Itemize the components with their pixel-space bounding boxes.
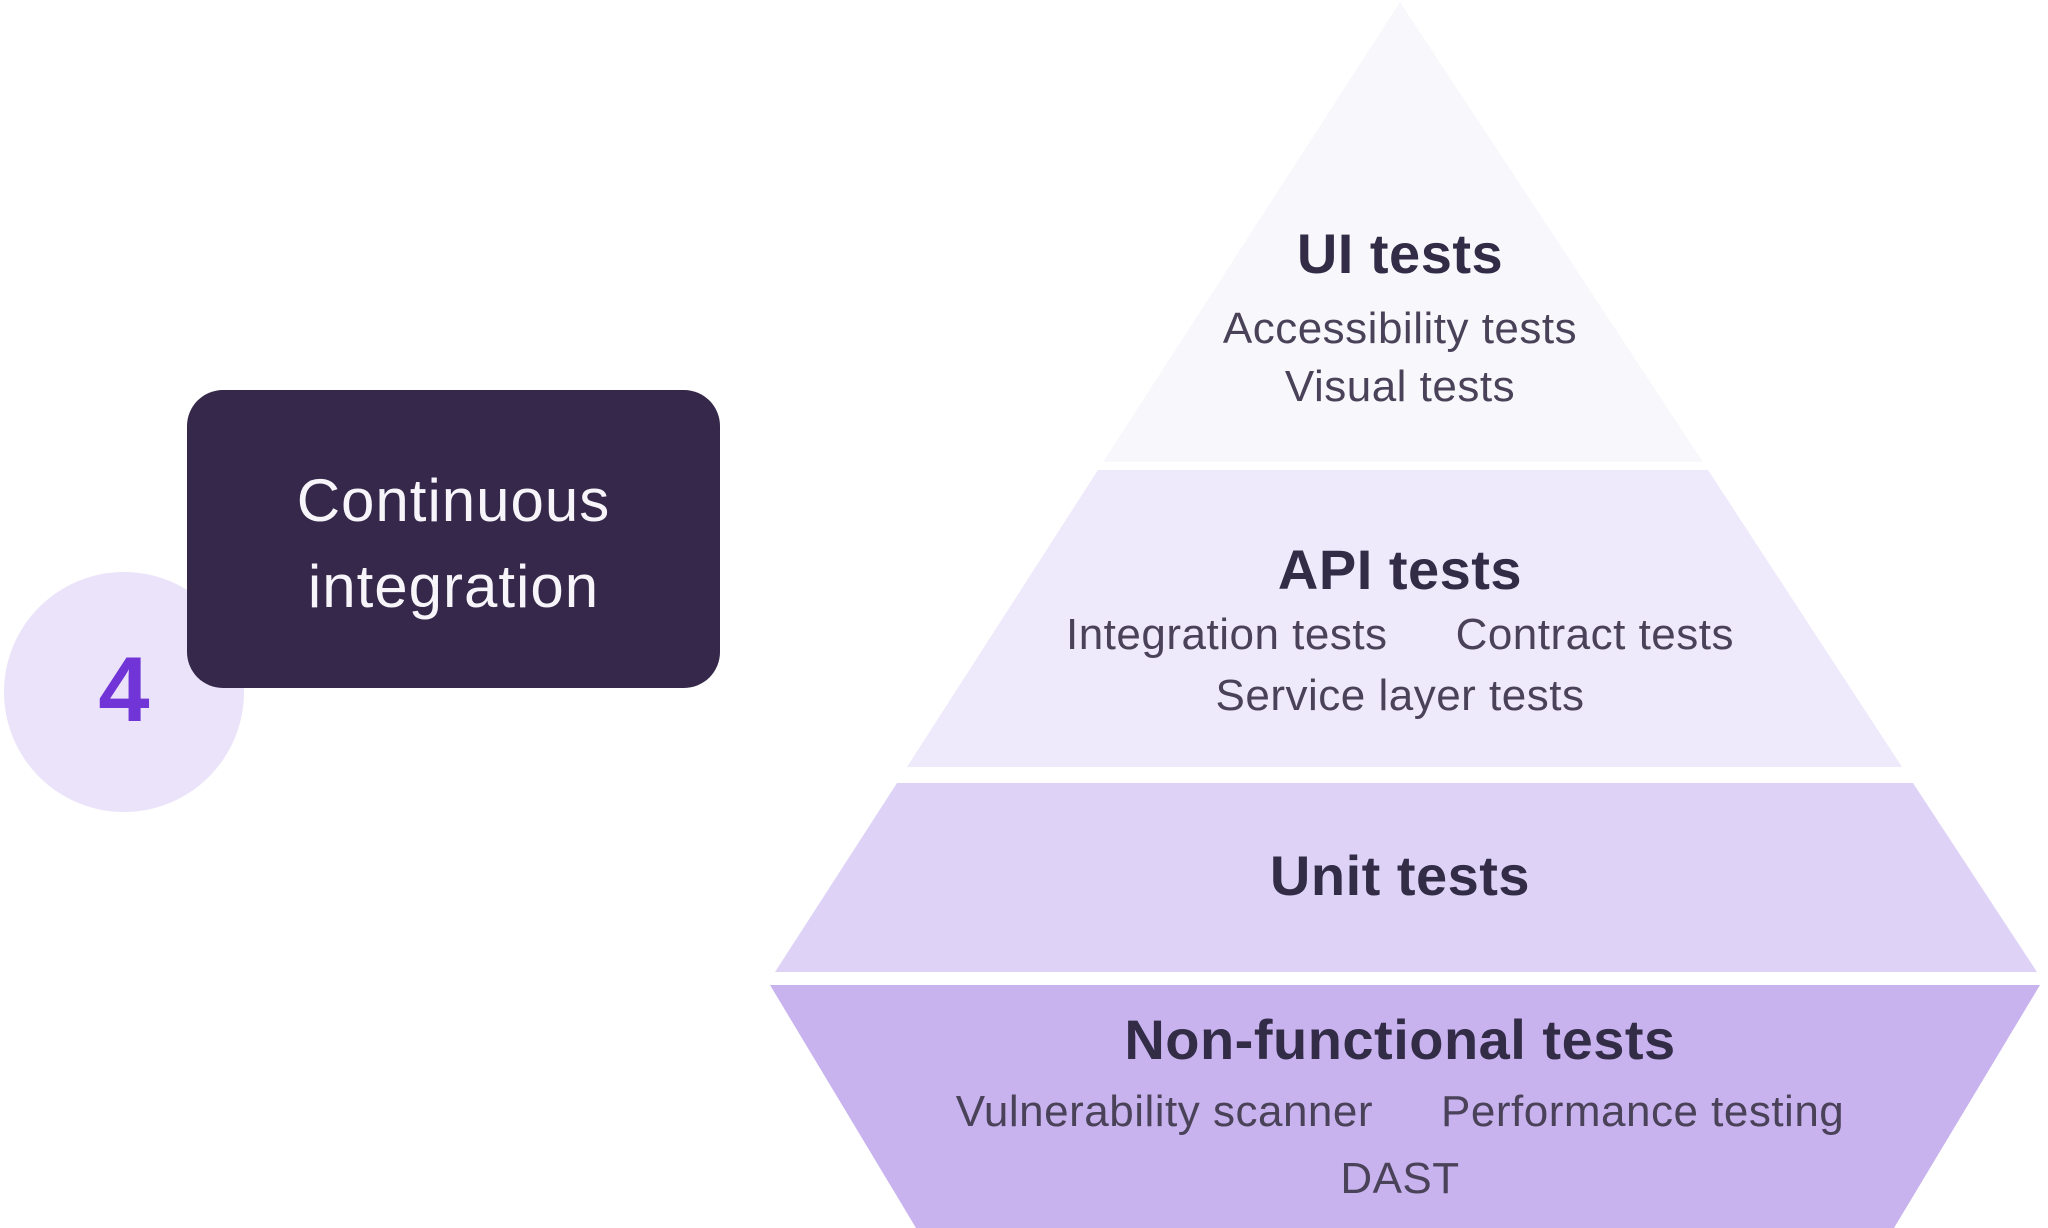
api-tests-row: Service layer tests (750, 665, 2048, 726)
list-item: Contract tests (1455, 610, 1734, 659)
layer-title-unit-tests: Unit tests (1269, 844, 1531, 907)
card-line-2: integration (307, 553, 600, 620)
layer-title-non-functional-tests: Non-functional tests (1124, 1008, 1676, 1071)
list-item: Vulnerability scanner (955, 1087, 1374, 1136)
list-item: Visual tests (1284, 362, 1516, 411)
ui-tests-items: Accessibility tests Visual tests (750, 300, 2048, 416)
api-tests-text-block: API tests Integration tests Contract tes… (750, 538, 2048, 726)
continuous-integration-card: Continuous integration (187, 390, 720, 688)
list-item: DAST (1340, 1154, 1460, 1203)
api-tests-items: Integration tests Contract tests Service… (750, 604, 2048, 726)
list-item: Performance testing (1441, 1087, 1845, 1136)
ui-tests-text-block: UI tests Accessibility tests Visual test… (750, 222, 2048, 416)
non-functional-tests-row: Vulnerability scanner Performance testin… (750, 1078, 2048, 1145)
ui-tests-row: Accessibility tests (750, 300, 2048, 358)
list-item: Integration tests (1065, 610, 1388, 659)
list-item: Service layer tests (1215, 671, 1585, 720)
step-number: 4 (98, 639, 150, 741)
layer-title-ui-tests: UI tests (1296, 222, 1504, 285)
ui-tests-row: Visual tests (750, 358, 2048, 416)
card-line-1: Continuous (296, 467, 611, 534)
list-item: Accessibility tests (1222, 304, 1578, 353)
non-functional-tests-row: DAST (750, 1145, 2048, 1212)
non-functional-tests-text-block: Non-functional tests Vulnerability scann… (750, 1008, 2048, 1212)
api-tests-row: Integration tests Contract tests (750, 604, 2048, 665)
layer-title-api-tests: API tests (1277, 538, 1523, 601)
non-functional-tests-items: Vulnerability scanner Performance testin… (750, 1078, 2048, 1212)
unit-tests-text-block: Unit tests (750, 844, 2048, 908)
